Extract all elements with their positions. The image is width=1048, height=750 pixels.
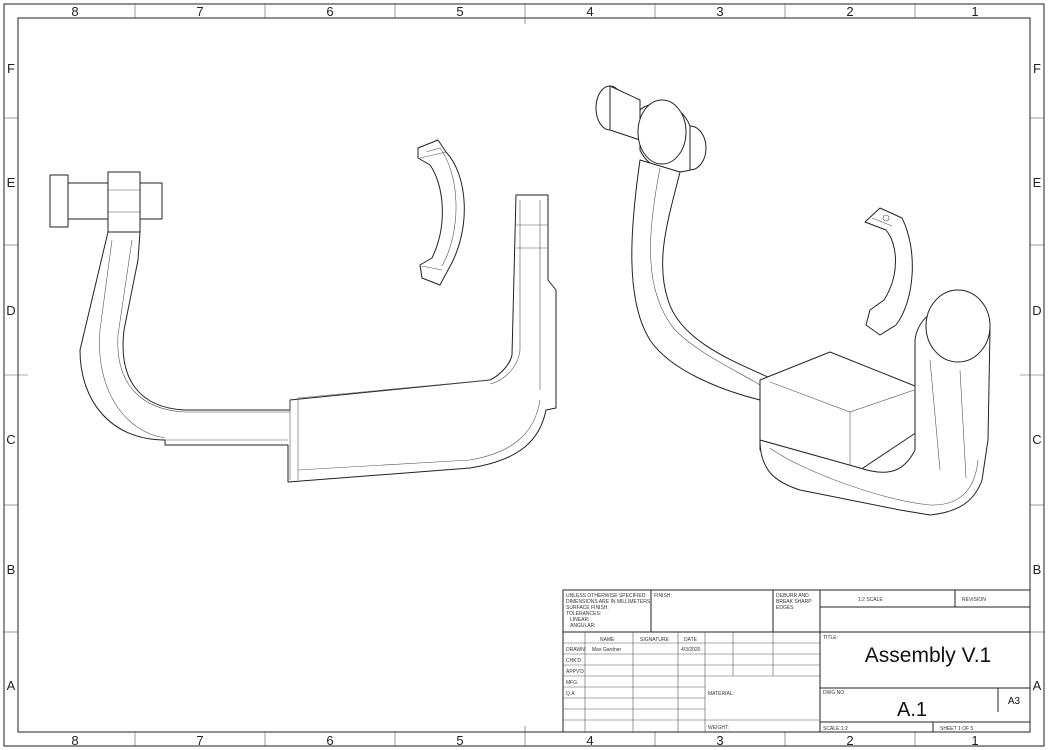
zone-row-label: A bbox=[7, 678, 16, 693]
zone-row-label: B bbox=[1033, 562, 1042, 577]
tb-dwg-no: A.1 bbox=[897, 699, 927, 721]
tb-role-mfg: MFG bbox=[566, 680, 577, 686]
row-zone-ticks bbox=[4, 117, 1044, 633]
tb-note-line: DIMENSIONS ARE IN MILLIMETERS bbox=[566, 599, 651, 605]
tb-weight-label: WEIGHT: bbox=[708, 725, 729, 731]
tb-deburr-note: BREAK SHARP bbox=[776, 599, 812, 605]
zone-row-label: B bbox=[7, 562, 16, 577]
zone-row-label: E bbox=[1033, 175, 1042, 190]
tb-scale: SCALE:1:2 bbox=[823, 726, 848, 732]
zone-col-label: 2 bbox=[846, 4, 853, 19]
tb-note-line: TOLERANCES: bbox=[566, 611, 601, 617]
front-view bbox=[49, 139, 557, 483]
zone-row-label: D bbox=[1032, 303, 1041, 318]
tb-note-line: UNLESS OTHERWISE SPECIFIED: bbox=[566, 593, 647, 599]
tb-role-qa: Q.A bbox=[566, 691, 575, 697]
tb-sheet-number: SHEET 1 OF 5 bbox=[940, 726, 973, 732]
tb-title-label: TITLE: bbox=[823, 635, 838, 641]
zone-col-label: 1 bbox=[971, 733, 978, 748]
tb-drawn-date: 4/3/2020 bbox=[681, 647, 701, 653]
zone-row-label: F bbox=[7, 61, 15, 76]
zone-col-label: 5 bbox=[456, 733, 463, 748]
zone-row-label: E bbox=[7, 175, 16, 190]
zone-col-label: 8 bbox=[71, 4, 78, 19]
zone-row-label: C bbox=[6, 432, 15, 447]
zone-row-label: A bbox=[1033, 678, 1042, 693]
tb-header-date: DATE bbox=[684, 637, 698, 643]
zone-col-label: 1 bbox=[971, 4, 978, 19]
row-labels-left: F E D C B A bbox=[6, 61, 15, 693]
zone-col-label: 5 bbox=[456, 4, 463, 19]
zone-row-label: F bbox=[1033, 61, 1041, 76]
tb-header-signature: SIGNATURE bbox=[640, 637, 669, 643]
tb-finish-label: FINISH: bbox=[654, 593, 672, 599]
tb-dwg-no-label: DWG NO. bbox=[823, 690, 846, 696]
zone-col-label: 2 bbox=[846, 733, 853, 748]
title-block: UNLESS OTHERWISE SPECIFIED: DIMENSIONS A… bbox=[562, 589, 1031, 733]
tb-note-line: LINEAR: bbox=[570, 617, 589, 623]
tb-deburr-note: DEBURR AND bbox=[776, 593, 809, 599]
tb-deburr-note: EDGES bbox=[776, 605, 794, 611]
tb-drawn-name: Max Gardner bbox=[592, 647, 622, 653]
zone-row-label: C bbox=[1032, 432, 1041, 447]
tb-sheet-size: A3 bbox=[1008, 696, 1021, 707]
tb-drawing-title: Assembly V.1 bbox=[865, 644, 991, 667]
zone-col-label: 4 bbox=[586, 4, 593, 19]
column-labels-bottom: 8 7 6 5 4 3 2 1 bbox=[71, 733, 978, 748]
tb-revision-label: REVISION bbox=[962, 597, 986, 603]
zone-col-label: 4 bbox=[586, 733, 593, 748]
tb-note-line: ANGULAR: bbox=[570, 623, 596, 629]
tb-header-name: NAME bbox=[600, 637, 615, 643]
zone-col-label: 8 bbox=[71, 733, 78, 748]
isometric-view bbox=[595, 85, 991, 516]
tb-note-line: SURFACE FINISH: bbox=[566, 605, 609, 611]
zone-col-label: 7 bbox=[196, 733, 203, 748]
zone-col-label: 7 bbox=[196, 4, 203, 19]
column-labels-top: 8 7 6 5 4 3 2 1 bbox=[71, 4, 978, 19]
tb-scale-note: 1:2 SCALE bbox=[858, 597, 883, 603]
column-zone-ticks bbox=[134, 4, 916, 746]
tb-material-label: MATERIAL: bbox=[708, 691, 734, 697]
zone-col-label: 6 bbox=[326, 733, 333, 748]
zone-col-label: 3 bbox=[716, 4, 723, 19]
zone-col-label: 6 bbox=[326, 4, 333, 19]
row-labels-right: F E D C B A bbox=[1032, 61, 1041, 693]
tb-role-checked: CHK'D bbox=[566, 658, 582, 664]
tb-role-approved: APPV'D bbox=[566, 669, 584, 675]
zone-row-label: D bbox=[6, 303, 15, 318]
zone-col-label: 3 bbox=[716, 733, 723, 748]
tb-role-drawn: DRAWN bbox=[566, 647, 585, 653]
